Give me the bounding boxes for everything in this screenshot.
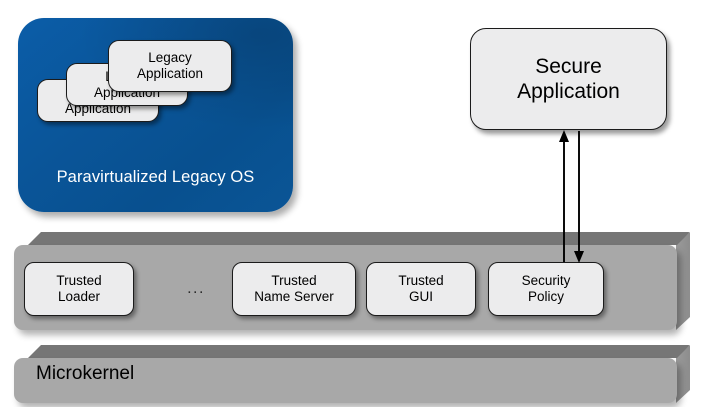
legacy-application-card-front: Legacy Application: [108, 40, 232, 92]
trusted-name-server-line1: Trusted: [271, 273, 317, 289]
security-policy-line2: Policy: [527, 289, 564, 304]
microkernel-layer: Microkernel: [14, 345, 690, 403]
kernel-slab-face: [14, 358, 677, 403]
security-policy-line1: Security: [521, 273, 571, 289]
secure-application-text: Secure Application: [517, 54, 620, 104]
trusted-loader-line2: Loader: [57, 289, 101, 304]
trusted-name-server-line2: Name Server: [254, 289, 334, 304]
legacy-app-text-front: Legacy Application: [137, 50, 203, 81]
kernel-slab-side: [676, 345, 690, 403]
trusted-gui-text: Trusted GUI: [398, 273, 443, 305]
secure-app-line1: Secure: [535, 54, 602, 78]
secure-app-line2: Application: [517, 80, 620, 103]
trusted-name-server-text: Trusted Name Server: [254, 273, 334, 305]
trusted-gui-line1: Trusted: [398, 273, 444, 289]
legacy-app-line2-front: Application: [136, 66, 204, 81]
service-box-trusted-gui: Trusted GUI: [366, 262, 476, 316]
legacy-os-label: Paravirtualized Legacy OS: [56, 168, 255, 186]
service-box-trusted-loader: Trusted Loader: [24, 262, 134, 316]
legacy-app-line1-front: Legacy: [148, 50, 192, 66]
service-box-security-policy: Security Policy: [488, 262, 604, 316]
services-ellipsis: ...: [187, 280, 205, 297]
trusted-gui-line2: GUI: [408, 289, 433, 304]
trusted-loader-text: Trusted Loader: [56, 273, 101, 305]
security-policy-text: Security Policy: [522, 273, 571, 305]
microkernel-label: Microkernel: [36, 363, 135, 384]
service-box-trusted-name-server: Trusted Name Server: [232, 262, 356, 316]
trusted-loader-line1: Trusted: [56, 273, 102, 289]
services-slab-side: [676, 232, 690, 330]
secure-application-box: Secure Application: [470, 28, 667, 130]
